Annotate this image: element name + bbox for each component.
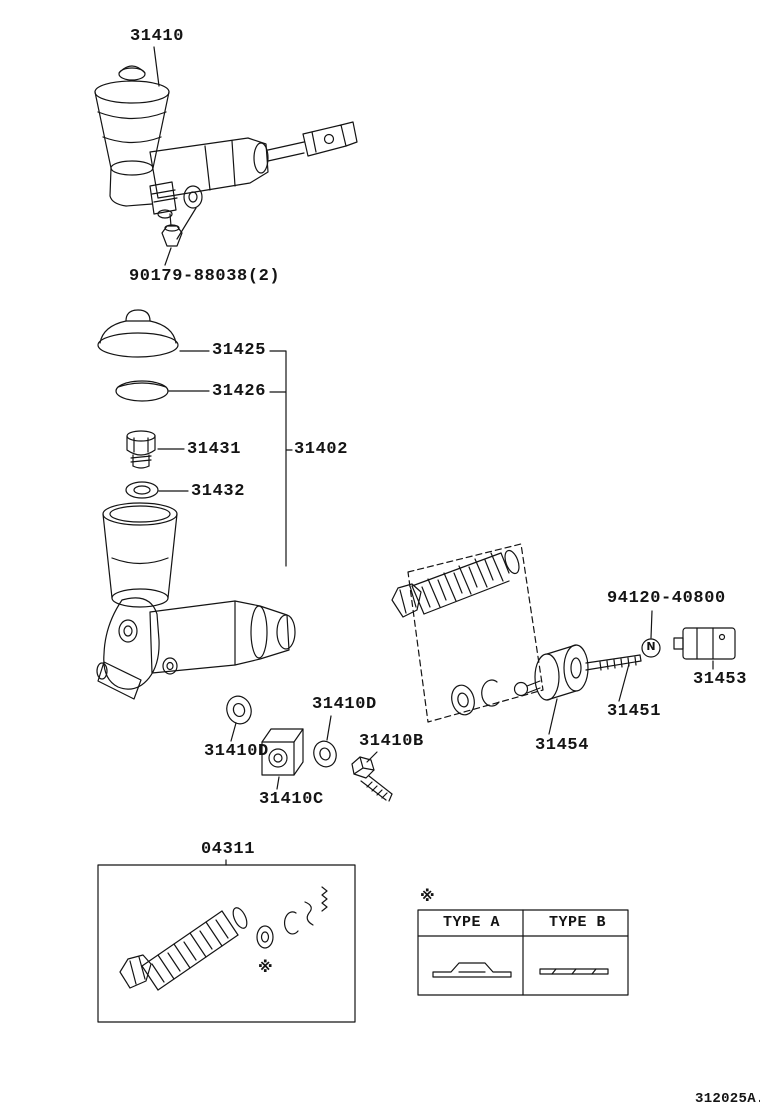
washer-31432 [125,481,159,499]
reservoir-cap-31425 [97,309,179,358]
gasket-31426 [115,380,169,402]
switch-31453 [673,627,736,660]
washer-31410d-right [313,740,337,768]
part-label-31402: 31402 [294,440,349,459]
reference-mark-table: ※ [420,887,435,905]
block-31410c [261,728,304,776]
type-b-header: TYPE B [549,914,607,931]
reference-mark-kit: ※ [258,958,273,976]
part-label-31410c: 31410C [259,790,324,809]
cylinder-body [96,597,296,700]
part-label-31426: 31426 [212,382,267,401]
figure-code: 312025A. [695,1091,760,1107]
part-label-31410d-upper: 31410D [312,695,377,714]
part-label-31431: 31431 [187,440,242,459]
washer-31410d-left [226,695,252,725]
part-label-90179-88038: 90179-88038(2) [129,267,281,286]
nut-90179 [161,224,183,247]
type-table-frame [417,909,629,996]
leader-lines [153,46,714,866]
nut-marker-n: N [646,640,656,653]
part-label-31451: 31451 [607,702,662,721]
part-label-31410d-lower: 31410D [204,742,269,761]
piston-31454 [534,644,589,701]
part-label-31432: 31432 [191,482,246,501]
part-label-94120-40800: 94120-40800 [607,589,726,608]
reservoir-cup [102,502,178,608]
part-label-04311: 04311 [201,840,256,859]
bolt-31410b [351,756,393,802]
part-label-31454: 31454 [535,736,590,755]
dashed-group-outline [407,543,544,723]
push-rod-31451 [513,654,642,697]
type-a-header: TYPE A [443,914,501,931]
part-label-31425: 31425 [212,341,267,360]
washer-set [451,679,500,716]
part-label-31410b: 31410B [359,732,424,751]
plug-31431 [126,430,156,469]
part-label-31410: 31410 [130,27,185,46]
master-cylinder-assembly [94,65,358,219]
nut-94120 [641,638,661,658]
part-label-31453: 31453 [693,670,748,689]
boot-assembly [391,549,520,618]
kit-box-04311 [97,864,356,1023]
